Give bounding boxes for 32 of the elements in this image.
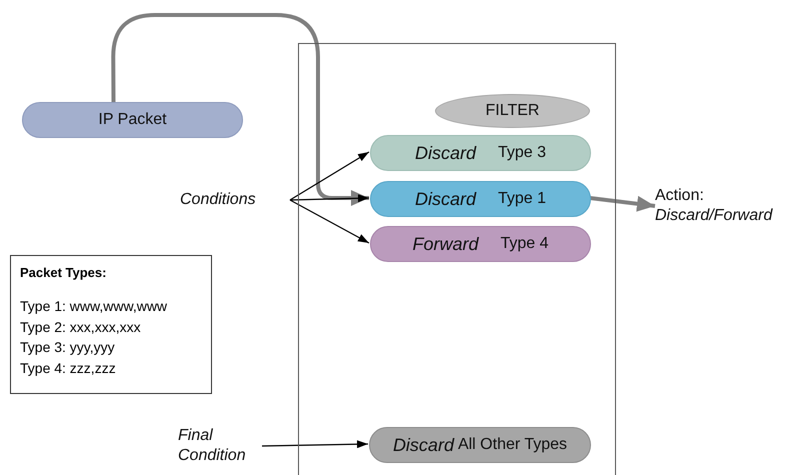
packet-pill [22,102,243,138]
pill-label: Type 1 [498,189,546,209]
annotation-text: Action: [655,186,705,206]
pill-label: Type 4 [500,234,549,254]
rule-pill [370,135,591,171]
note-line: Type 1: www,www,www [20,298,168,316]
pill-label: Discard [392,434,454,456]
pill-label: Forward [412,232,478,256]
annotation-text: Discard/Forward [655,206,774,226]
pill-label: IP Packet [98,110,167,130]
arrow [111,13,369,206]
filter-frame [298,43,616,475]
rule-pill [370,226,591,262]
arrow [290,194,370,202]
arrow [290,151,370,201]
arrow [290,199,370,244]
note-heading: Packet Types: [20,265,108,282]
arrow [590,196,656,212]
pill-label: Discard [414,188,476,210]
annotation-text: Conditions [180,190,257,210]
pill-label: Discard [414,142,476,164]
rule-pill [370,181,591,217]
note-box [10,255,212,394]
rule-pill [369,427,591,463]
annotation-text: Final Condition [178,426,247,466]
title-text: FILTER [486,101,540,121]
note-line: Type 4: zzz,zzz [20,360,117,378]
pill-label: All Other Types [458,435,568,455]
arrow [262,440,368,448]
note-line: Type 2: xxx,xxx,xxx [20,318,142,336]
pill-label: Type 3 [498,143,546,163]
note-line: Type 3: yyy,yyy [20,339,116,357]
